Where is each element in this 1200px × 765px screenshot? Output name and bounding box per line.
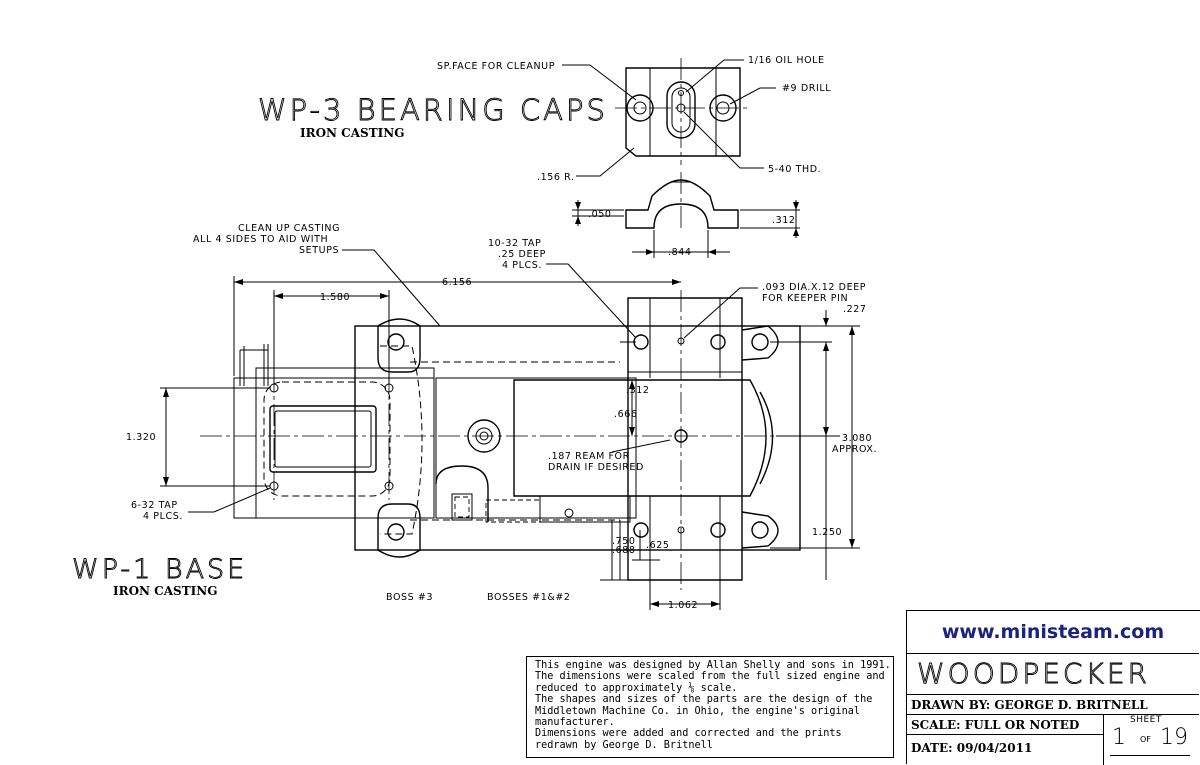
sheet-underline (1110, 755, 1190, 756)
sheet-number: 1 (1112, 725, 1126, 750)
dim-750: .750 (612, 536, 636, 547)
dim-688: .688 (612, 545, 636, 556)
sheet-label: SHEET (1130, 715, 1162, 725)
dim-1580: 1.580 (320, 292, 350, 303)
base-title: WP-1 BASE (72, 554, 247, 585)
bearing-cap-side-view (572, 172, 800, 258)
dim-1250: 1.250 (812, 527, 842, 538)
tap6-label-2: 4 PLCS. (143, 511, 183, 522)
cleanup-label-1: CLEAN UP CASTING (238, 223, 340, 234)
tap10-label-1: 10-32 TAP (488, 238, 541, 249)
boss12-label: BOSSES #1&#2 (487, 592, 571, 603)
ream-label-1: .187 REAM FOR (548, 451, 630, 462)
note-line: redrawn by George D. Britnell (535, 739, 713, 751)
drill9-label: #9 DRILL (782, 83, 831, 94)
website-link[interactable]: www.ministeam.com (907, 611, 1199, 654)
keeper-label-1: .093 DIA.X.12 DEEP (762, 282, 866, 293)
dim-050: .050 (588, 209, 612, 220)
note-line: The shapes and sizes of the parts are th… (535, 694, 873, 706)
dim-312-base: .312 (626, 385, 650, 396)
drawn-by: DRAWN BY: GEORGE D. BRITNELL (907, 695, 1199, 715)
scale: SCALE: FULL OR NOTED (907, 715, 1103, 735)
note-line: reduced to approximately ⅛ scale. (535, 682, 738, 694)
sheet-of: OF (1140, 735, 1151, 744)
dim-1062: 1.062 (668, 600, 698, 611)
sheet-total: 19 (1160, 725, 1188, 750)
base-material: IRON CASTING (113, 584, 217, 598)
oil-hole-label: 1/16 OIL HOLE (748, 55, 825, 66)
design-notes: This engine was designed by Allan Shelly… (526, 656, 894, 758)
dim-625: .625 (646, 540, 670, 551)
boss3-label: BOSS #3 (386, 592, 433, 603)
note-line: manufacturer. (535, 717, 615, 729)
ream-label-2: DRAIN IF DESIRED (548, 462, 644, 473)
dim-666: .666 (614, 409, 638, 420)
note-line: The dimensions were scaled from the full… (535, 671, 885, 683)
thd-label: 5-40 THD. (768, 164, 821, 175)
note-line: Middletown Machine Co. in Ohio, the engi… (535, 705, 861, 717)
dim-312-cap: .312 (772, 215, 796, 226)
note-line: This engine was designed by Allan Shelly… (535, 660, 891, 671)
tap10-label-2: .25 DEEP (498, 249, 546, 260)
dimension-values: .050 .312 .844 6.156 1.580 .227 .312 .66… (126, 209, 872, 611)
caps-material: IRON CASTING (300, 126, 404, 140)
dim-3080: 3.080 (842, 433, 872, 444)
dim-844: .844 (668, 247, 692, 258)
approx-label: APPROX. (832, 444, 877, 455)
dim-1320: 1.320 (126, 432, 156, 443)
dim-6156: 6.156 (442, 277, 472, 288)
base-plan-view (200, 290, 830, 590)
leader-lines (188, 59, 776, 513)
title-block: www.ministeam.com WOODPECKER DRAWN BY: G… (906, 610, 1200, 765)
project-name: WOODPECKER (907, 653, 1199, 695)
cleanup-label-2: ALL 4 SIDES TO AID WITH (193, 234, 328, 245)
keeper-label-2: FOR KEEPER PIN (762, 293, 848, 304)
dim-227: .227 (843, 304, 867, 315)
callout-labels: SP.FACE FOR CLEANUP 1/16 OIL HOLE #9 DRI… (131, 55, 877, 603)
cleanup-label-3: SETUPS (299, 245, 339, 256)
sheet-box: SHEET 1 OF 19 (1103, 715, 1199, 765)
tap6-label-1: 6-32 TAP (131, 500, 178, 511)
spface-label: SP.FACE FOR CLEANUP (437, 61, 555, 72)
radius-label: .156 R. (537, 172, 575, 183)
caps-title: WP-3 BEARING CAPS (258, 93, 608, 127)
note-line: Dimensions were added and corrected and … (535, 728, 842, 740)
dimension-lines (160, 276, 860, 610)
date: DATE: 09/04/2011 (911, 741, 1033, 755)
tap10-label-3: 4 PLCS. (502, 260, 542, 271)
bearing-cap-top-view (615, 58, 750, 165)
